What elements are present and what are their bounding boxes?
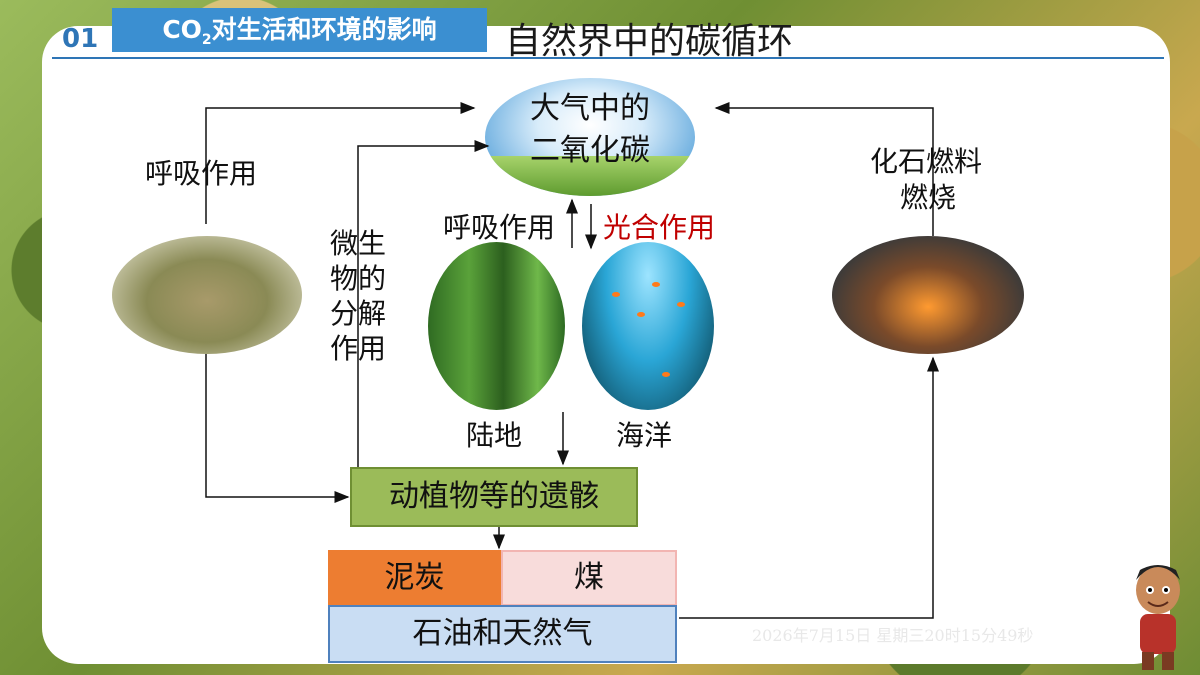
forest-image bbox=[428, 242, 565, 410]
atmosphere-label: 大气中的 二氧化碳 bbox=[485, 88, 695, 172]
peat-box: 泥炭 bbox=[328, 550, 501, 606]
photosynthesis-label: 光合作用 bbox=[603, 211, 716, 244]
atmosphere-line-1: 大气中的 bbox=[530, 91, 650, 126]
respiration-arrow bbox=[205, 102, 476, 224]
page-title: 自然界中的碳循环 bbox=[505, 21, 794, 62]
tag-suffix: 对生活和环境的影响 bbox=[211, 15, 437, 44]
plant-respiration-label: 呼吸作用 bbox=[443, 211, 556, 244]
fish-icon bbox=[652, 282, 660, 287]
tag-subscript: 2 bbox=[201, 32, 212, 48]
section-number: 01 bbox=[62, 24, 99, 54]
land-label: 陆地 bbox=[466, 419, 523, 452]
fish-icon bbox=[662, 372, 670, 377]
oil-gas-box: 石油和天然气 bbox=[328, 605, 677, 663]
fossil-fuel-label-1: 化石燃料 bbox=[870, 145, 983, 178]
ocean-image bbox=[582, 242, 714, 410]
section-tag: CO2对生活和环境的影响 bbox=[112, 8, 487, 52]
title-divider bbox=[52, 57, 1164, 59]
fish-icon bbox=[612, 292, 620, 297]
coal-box: 煤 bbox=[501, 550, 677, 606]
ocean-label: 海洋 bbox=[616, 419, 673, 452]
grass-strip bbox=[485, 156, 695, 196]
tag-prefix: CO bbox=[162, 15, 202, 44]
timestamp-watermark: 2026年7月15日 星期三20时15分49秒 bbox=[752, 626, 1034, 645]
decomposition-arrow bbox=[357, 140, 490, 467]
fish-icon bbox=[637, 312, 645, 317]
fossil-burning-arrow bbox=[714, 102, 934, 236]
fossil-fuel-label-2: 燃烧 bbox=[900, 181, 957, 214]
fossil-to-factory-arrow bbox=[679, 356, 939, 619]
mascot-character-icon bbox=[1136, 565, 1180, 670]
atmosphere-image: 大气中的 二氧化碳 bbox=[485, 78, 695, 196]
fish-icon bbox=[677, 302, 685, 307]
remains-box: 动植物等的遗骸 bbox=[350, 467, 638, 527]
animal-respiration-label: 呼吸作用 bbox=[145, 157, 258, 190]
atmosphere-line-2: 二氧化碳 bbox=[530, 133, 650, 168]
factory-image bbox=[832, 236, 1024, 354]
animal-remains-arrow bbox=[205, 354, 350, 503]
reindeer-image bbox=[112, 236, 302, 354]
